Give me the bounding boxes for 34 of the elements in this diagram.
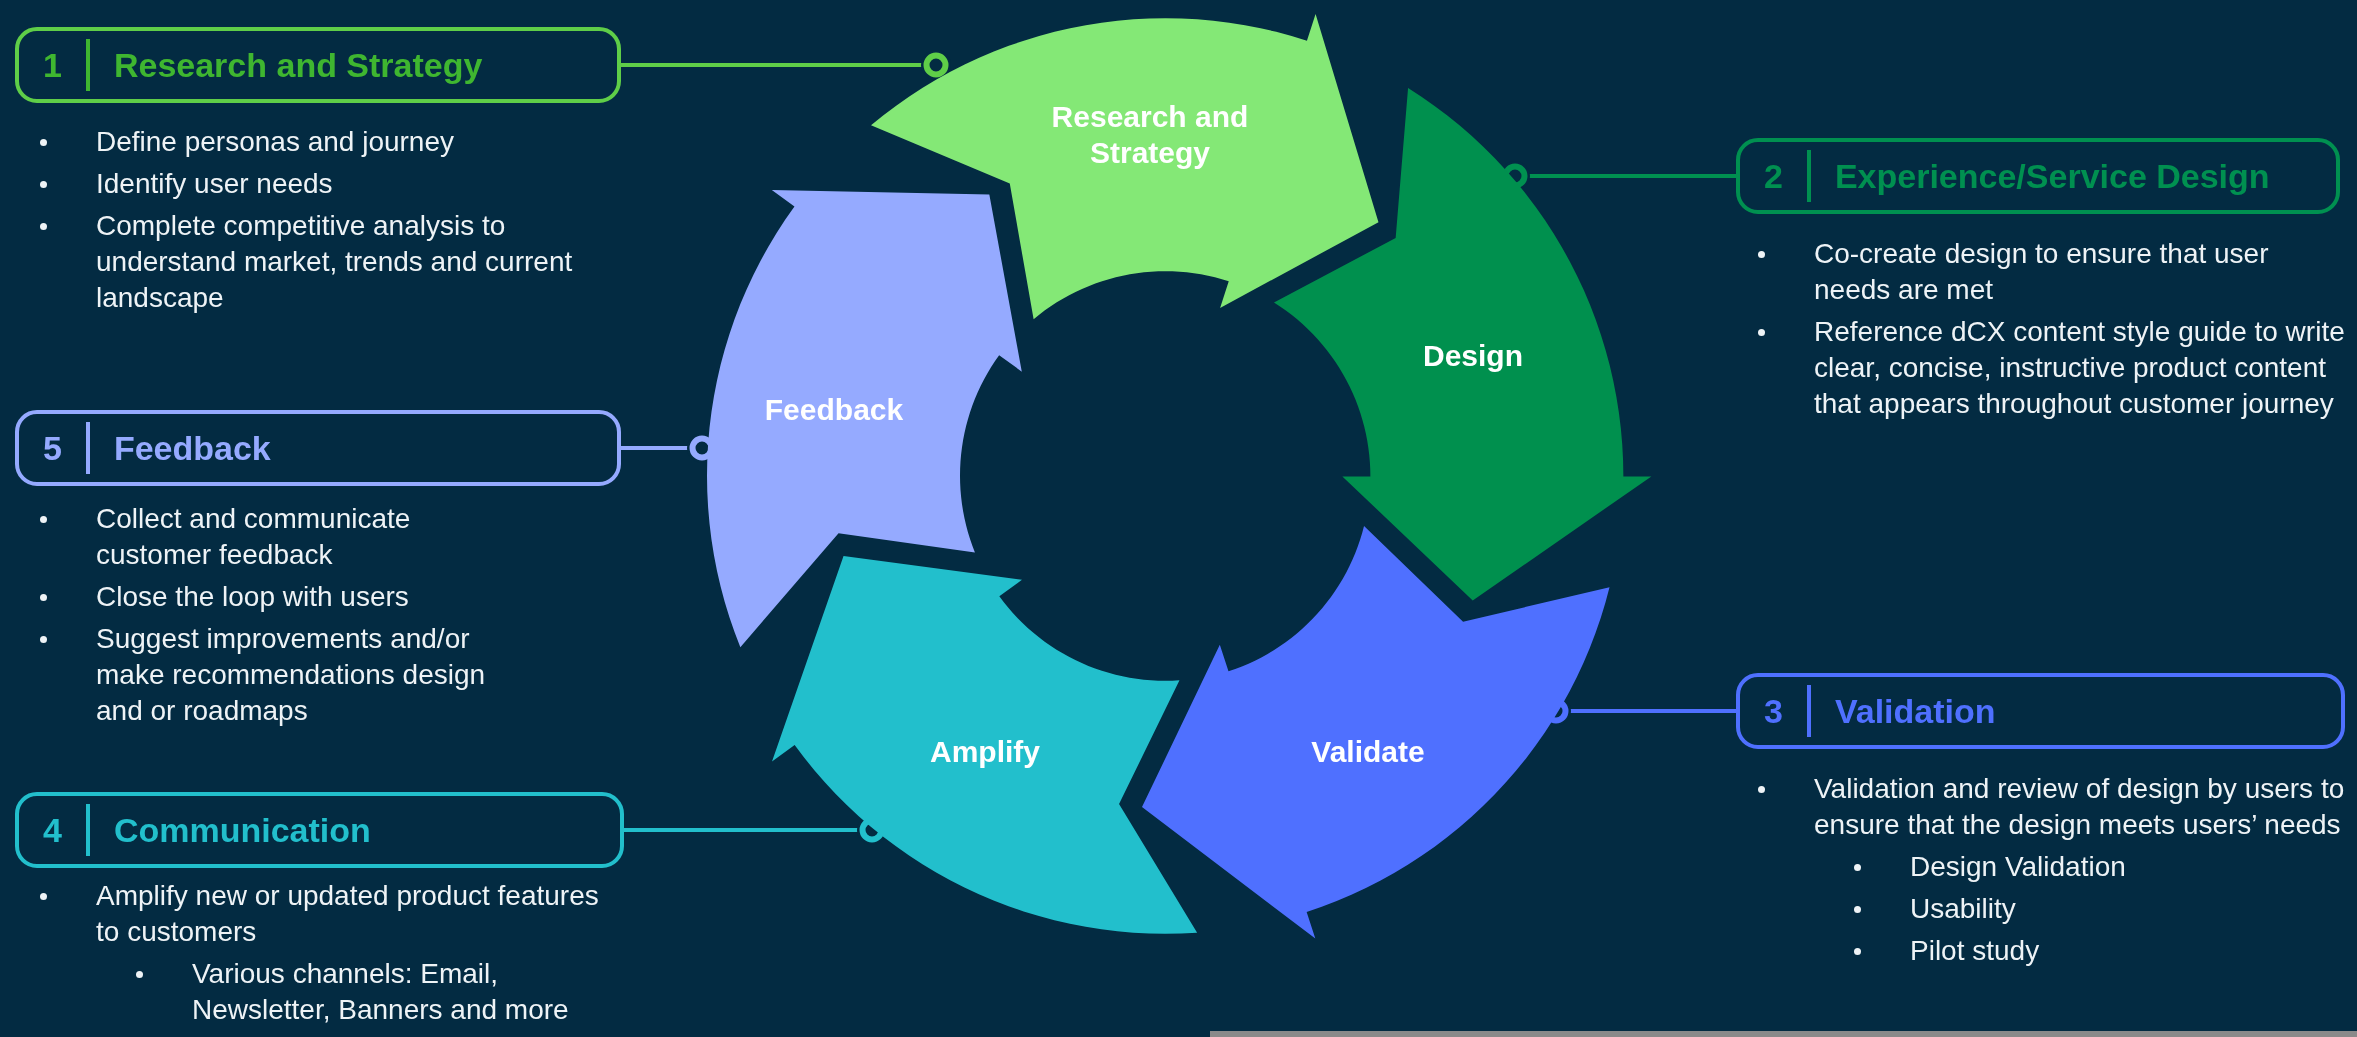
heading-box — [15, 27, 621, 103]
bullet-point: Design Validation — [1854, 849, 2348, 885]
bullet-point: Co-create design to ensure that user needs are met — [1758, 236, 2348, 308]
segment-label: Amplify — [930, 734, 1040, 770]
bullet-point: Suggest improvements and/or make recommendations design and or roadmaps — [40, 621, 520, 729]
step-title: Research and Strategy — [113, 45, 483, 85]
step-number: 2 — [1764, 156, 1783, 196]
bullet-point: Define personas and journey — [40, 124, 600, 160]
step-title: Communication — [113, 810, 371, 850]
step-title: Feedback — [113, 428, 271, 468]
bullet-point: Amplify new or updated product features to customers — [40, 878, 600, 950]
step-title: Experience/Service Design — [1834, 156, 2270, 196]
segment-label: Validate — [1311, 734, 1425, 770]
bullet-point: Complete competitive analysis to understand market, trends and current landscape — [40, 208, 600, 316]
segment-label: Design — [1422, 338, 1523, 374]
step-number: 4 — [43, 810, 62, 850]
heading-box — [1736, 138, 2340, 214]
bullet-point: Pilot study — [1854, 933, 2348, 969]
heading-box — [15, 792, 624, 868]
bullet-point: Various channels: Email, Newsletter, Banners and more — [136, 956, 600, 1028]
heading-box — [15, 410, 621, 486]
step-number: 1 — [43, 45, 62, 85]
segment-label: Feedback — [764, 392, 904, 428]
step-title: Validation — [1834, 691, 1996, 731]
segment-label: Research and Strategy — [1050, 99, 1250, 171]
bullet-point: Usability — [1854, 891, 2348, 927]
bullet-point: Validation and review of design by users to ensure that the design meets users’ needs — [1758, 771, 2348, 843]
step-number: 3 — [1764, 691, 1783, 731]
bullet-point: Close the loop with users — [40, 579, 520, 615]
step-number: 5 — [43, 428, 62, 468]
bullet-point: Reference dCX content style guide to write clear, concise, instructive product content that appears throughout customer journey — [1758, 314, 2348, 422]
heading-box — [1736, 673, 2345, 749]
bullet-point: Identify user needs — [40, 166, 600, 202]
bullet-point: Collect and communicate customer feedback — [40, 501, 520, 573]
